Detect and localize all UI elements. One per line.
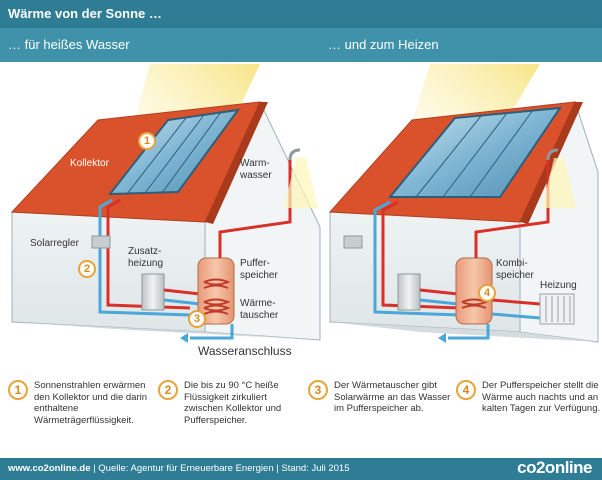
page-title: Wärme von der Sonne … bbox=[8, 6, 162, 21]
title-bar: Wärme von der Sonne … bbox=[0, 0, 602, 28]
subtitle-bar: … für heißes Wasser … und zum Heizen bbox=[0, 28, 602, 62]
badge-step-4: 4 bbox=[478, 284, 496, 302]
label-warmwasser-2: wasser bbox=[240, 170, 272, 181]
label-puffer-2: speicher bbox=[240, 270, 278, 281]
label-kombi-2: speicher bbox=[496, 270, 534, 281]
badge-step-3: 3 bbox=[188, 310, 206, 328]
step-text: Sonnenstrahlen erwärmen den Kollektor un… bbox=[34, 380, 148, 426]
label-kollektor: Kollektor bbox=[70, 158, 109, 169]
step-number: 3 bbox=[308, 380, 328, 400]
left-house bbox=[10, 100, 321, 343]
footer-source-text: | Quelle: Agentur für Erneuerbare Energi… bbox=[90, 463, 350, 474]
label-zusatz-2: heizung bbox=[128, 258, 164, 269]
step-text: Der Pufferspeicher stellt die Wärme auch… bbox=[482, 380, 601, 414]
step-list: 1 Sonnenstrahlen erwärmen den Kollektor … bbox=[0, 372, 602, 452]
step-number: 4 bbox=[456, 380, 476, 400]
label-heizung: Heizung bbox=[540, 280, 577, 291]
step-text: Der Wärmetauscher gibt Solarwärme an das… bbox=[334, 380, 451, 414]
house-illustration: Kollektor Warm- wasser Solarregler Zusat… bbox=[0, 62, 602, 362]
brand-logo: co2online bbox=[517, 458, 592, 477]
label-wasseranschluss: Wasseranschluss bbox=[198, 344, 292, 358]
label-zusatz-1: Zusatz- bbox=[128, 246, 162, 257]
house-diagram bbox=[10, 64, 599, 343]
footer-site-link[interactable]: www.co2online.de bbox=[8, 463, 91, 474]
step-text: Die bis zu 90 °C heiße Flüssigkeit zirku… bbox=[184, 380, 282, 426]
step-number: 1 bbox=[8, 380, 28, 400]
left-subtitle: … für heißes Wasser bbox=[8, 37, 130, 52]
label-waerme-2: tauscher bbox=[240, 310, 279, 321]
label-solarregler: Solarregler bbox=[30, 238, 79, 249]
badge-step-1: 1 bbox=[138, 132, 156, 150]
footer: www.co2online.de | Quelle: Agentur für E… bbox=[0, 458, 602, 480]
label-puffer-1: Puffer- bbox=[240, 258, 270, 269]
label-waerme-1: Wärme- bbox=[240, 298, 276, 309]
label-kombi-1: Kombi- bbox=[496, 258, 528, 269]
right-house bbox=[328, 100, 599, 343]
right-subtitle: … und zum Heizen bbox=[328, 37, 439, 52]
badge-step-2: 2 bbox=[78, 260, 96, 278]
label-warmwasser-1: Warm- bbox=[240, 158, 270, 169]
step-number: 2 bbox=[158, 380, 178, 400]
footer-source: www.co2online.de | Quelle: Agentur für E… bbox=[8, 463, 350, 474]
